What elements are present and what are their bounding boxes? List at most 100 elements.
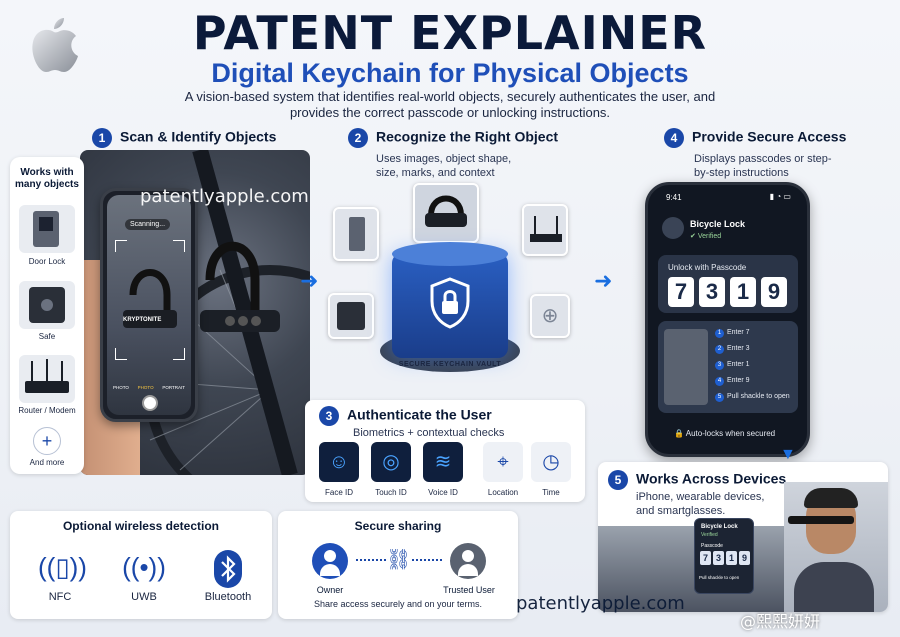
router-icon xyxy=(19,355,75,403)
face-id-icon: ☺ xyxy=(319,442,359,482)
auth-face-id-label: Face ID xyxy=(324,488,353,497)
thumb-router-icon xyxy=(522,204,568,256)
thumb-door-lock-icon xyxy=(333,207,379,261)
works-item-safe: Safe xyxy=(38,332,56,341)
authenticate-panel: 3 Authenticate the User Biometrics + cont… xyxy=(305,400,585,502)
overlay-verified: Verified xyxy=(701,532,718,538)
overlay-instruction: Pull shackle to open xyxy=(699,575,740,580)
verified-badge: ✔ Verified xyxy=(690,233,722,240)
voice-wave-icon: ≋ xyxy=(423,442,463,482)
instruction-text: Enter 9 xyxy=(727,377,750,384)
overlay-lock-name: Bicycle Lock xyxy=(701,524,738,530)
fingerprint-icon: ◎ xyxy=(371,442,411,482)
glasses-overlay: Bicycle Lock Verified Passcode 7 3 1 9 P… xyxy=(694,518,754,594)
link-line xyxy=(412,559,442,561)
wireless-uwb-label: UWB xyxy=(131,591,157,603)
bicycle-wheel-icon xyxy=(139,150,310,475)
scanning-label: Scanning... xyxy=(125,219,171,230)
auth-time-label: Time xyxy=(542,488,560,497)
auto-lock-note: 🔒 Auto-locks when secured xyxy=(674,429,776,438)
status-time: 9:41 xyxy=(666,193,682,202)
scan-frame-icon xyxy=(115,240,185,360)
link-line xyxy=(356,559,386,561)
step1-title: Scan & Identify Objects xyxy=(120,128,277,145)
step5-subtitle: iPhone, wearable devices, and smartglass… xyxy=(636,491,765,517)
camera-mode-photo-active[interactable]: PHOTO xyxy=(137,385,154,390)
wireless-panel: Optional wireless detection ((▯)) NFC ((… xyxy=(10,511,272,619)
works-with-title: Works with many objects xyxy=(15,167,79,190)
step3-subtitle: Biometrics + contextual checks xyxy=(353,427,505,439)
sharing-title: Secure sharing xyxy=(354,519,442,533)
step3-heading: 3 Authenticate the User xyxy=(319,406,492,426)
sharing-panel: Secure sharing ⛓ Owner Trusted User Shar… xyxy=(278,511,518,619)
step1-number: 1 xyxy=(92,128,112,148)
status-icons: ▮ ◔ ▭ xyxy=(769,192,791,201)
vault-top xyxy=(392,242,508,266)
works-item-door-lock: Door Lock xyxy=(28,257,66,266)
page-title: PATENT EXPLAINER xyxy=(192,6,708,60)
location-pin-icon: ⌖ xyxy=(483,442,523,482)
step2-number: 2 xyxy=(348,128,368,148)
thumb-safe-icon xyxy=(328,293,374,339)
shield-lock-icon xyxy=(430,277,470,329)
step4-subtitle: Displays passcodes or step-by-step instr… xyxy=(694,153,832,179)
works-with-panel: Works with many objects Door Lock Safe R… xyxy=(10,157,84,474)
access-phone: 9:41 ▮ ◔ ▭ Bicycle Lock ✔ Verified Unloc… xyxy=(645,182,810,457)
overlay-digit: 9 xyxy=(739,551,750,565)
code-digit: 9 xyxy=(761,277,787,307)
bike-photo xyxy=(598,526,788,612)
step4-title: Provide Secure Access xyxy=(692,128,847,145)
auth-voice-id-label: Voice ID xyxy=(428,488,458,497)
arrow-down-icon: ▼ xyxy=(780,446,796,463)
sharing-caption: Share access securely and on your terms. xyxy=(313,599,483,609)
overlay-digit: 7 xyxy=(700,551,711,565)
overlay-passcode-label: Passcode xyxy=(701,543,723,549)
thumb-plus-icon: ⊕ xyxy=(530,294,570,338)
step5-title: Works Across Devices xyxy=(636,470,787,487)
uwb-icon: ((•)) xyxy=(122,552,166,582)
page-subtitle: Digital Keychain for Physical Objects xyxy=(211,58,689,88)
unlock-label: Unlock with Passcode xyxy=(668,263,747,272)
instruction-text: Pull shackle to open xyxy=(727,393,790,400)
thumb-ulock-icon xyxy=(413,183,479,243)
page-description: A vision-based system that identifies re… xyxy=(184,89,716,120)
person-photo xyxy=(784,482,888,612)
overlay-code: 7 3 1 9 xyxy=(700,551,750,565)
owner-avatar xyxy=(312,543,348,579)
camera-mode-bar[interactable]: PHOTO PHOTO PORTRAIT xyxy=(113,385,185,390)
camera-mode-photo[interactable]: PHOTO xyxy=(113,385,129,390)
step3-title: Authenticate the User xyxy=(347,406,492,423)
step4-number: 4 xyxy=(664,128,684,148)
passcode-card: Unlock with Passcode 7 3 1 9 xyxy=(658,255,798,313)
auth-location-label: Location xyxy=(487,488,519,497)
scan-phone-screen: Scanning... KRYPTONITE PHOTO PHOTO PORTR… xyxy=(107,195,191,415)
smartglasses-icon xyxy=(788,516,854,524)
lock-avatar-icon xyxy=(662,217,684,239)
auth-touch-id-label: Touch ID xyxy=(375,488,407,497)
overlay-digit: 3 xyxy=(713,551,724,565)
trusted-user-avatar xyxy=(450,543,486,579)
watermark-bottom: patentlyapple.com xyxy=(516,593,685,614)
clock-icon: ◷ xyxy=(531,442,571,482)
code-digit: 1 xyxy=(730,277,756,307)
shutter-button[interactable] xyxy=(142,395,158,411)
step4-heading: 4 Provide Secure Access xyxy=(664,128,846,148)
owner-label: Owner xyxy=(316,585,344,595)
arrow-right-icon: ➜ xyxy=(300,268,319,293)
trusted-user-label: Trusted User xyxy=(443,585,495,595)
works-item-router: Router / Modem xyxy=(18,406,76,415)
works-item-more: And more xyxy=(29,458,65,467)
link-chain-icon: ⛓ xyxy=(386,549,412,571)
wireless-nfc-label: NFC xyxy=(48,591,72,603)
step3-number: 3 xyxy=(319,406,339,426)
vault-label: SECURE KEYCHAIN VAULT xyxy=(398,361,502,368)
camera-mode-portrait[interactable]: PORTRAIT xyxy=(162,385,185,390)
